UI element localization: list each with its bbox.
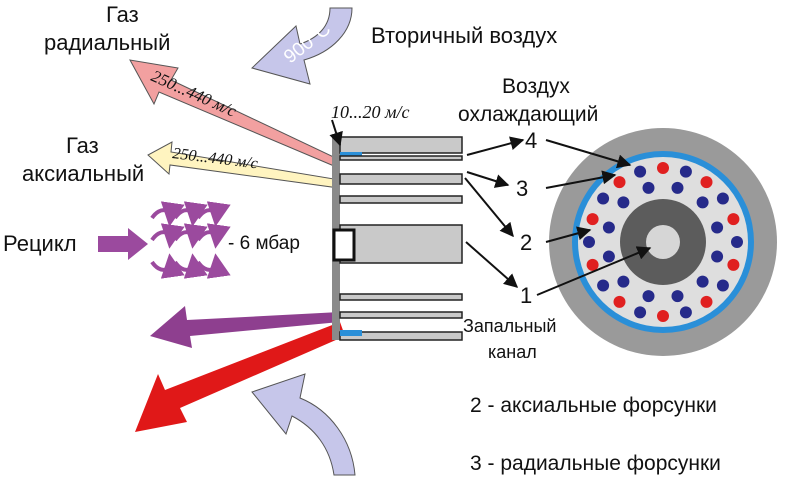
secondary-air-arrow-bottom [251,373,356,476]
burner-body [332,135,463,341]
axial-nozzle [597,279,610,292]
axial-nozzle [679,165,692,178]
axial-nozzle [716,279,729,292]
axial-nozzle [679,306,692,319]
recycle-arrow [98,228,148,260]
cooling-air-label-line1: Воздух [502,75,570,98]
legend-radial-nozzles: 3 - радиальные форсунки [470,452,721,475]
callout-4: 4 [525,128,537,153]
axial-nozzle [696,275,709,288]
cooling-speed-label: 10...20 м/с [331,102,409,122]
radial-nozzle [657,310,669,322]
axial-nozzle [617,275,630,288]
radial-nozzle [657,162,669,174]
pilot-channel-label-line2: канал [488,342,537,362]
radial-nozzle [727,258,740,271]
axial-gas-arrow [147,141,341,189]
exhaust-purple-arrow [150,306,340,348]
axial-nozzle [602,221,615,234]
axial-nozzle [711,250,724,263]
radial-nozzle [700,295,713,308]
axial-nozzle [642,290,655,303]
axial-nozzle [583,236,595,248]
axial-nozzle [671,290,684,303]
axial-nozzle [696,196,709,209]
callout-3: 3 [516,176,528,201]
gas-axial-label-line2: аксиальный [22,161,144,186]
radial-nozzle [613,176,626,189]
axial-nozzle [671,181,684,194]
pilot-channel-label-line1: Запальный [463,316,556,336]
secondary-air-label: Вторичный воздух [371,23,557,48]
recycle-swirls [150,201,231,279]
nozzle-ring-section [549,128,777,356]
radial-nozzle [586,213,599,226]
axial-nozzle [634,306,647,319]
recycle-label: Рецикл [3,231,77,256]
axial-nozzle [711,221,724,234]
radial-nozzle [727,213,740,226]
axial-nozzle [597,192,610,205]
gas-radial-label-line1: Газ [106,2,139,27]
radial-nozzle [700,176,713,189]
gas-radial-label-line2: радиальный [44,30,170,55]
axial-nozzle [602,250,615,263]
axial-nozzle [642,181,655,194]
exhaust-red-arrow [135,322,345,432]
cooling-air-label-line2: охлаждающий [458,103,598,126]
legend-axial-nozzles: 2 - аксиальные форсунки [470,394,717,417]
axial-nozzle [731,236,743,248]
radial-nozzle [613,295,626,308]
radial-gas-arrow [129,59,341,167]
pressure-label: - 6 мбар [228,233,300,254]
callout-1: 1 [520,283,532,308]
gas-axial-label-line1: Газ [66,133,99,158]
secondary-air-arrow-top [251,7,353,85]
axial-nozzle [634,165,647,178]
axial-nozzle [716,192,729,205]
callout-leaders [329,119,652,296]
callout-2: 2 [520,230,532,255]
radial-nozzle [586,258,599,271]
axial-nozzle [617,196,630,209]
